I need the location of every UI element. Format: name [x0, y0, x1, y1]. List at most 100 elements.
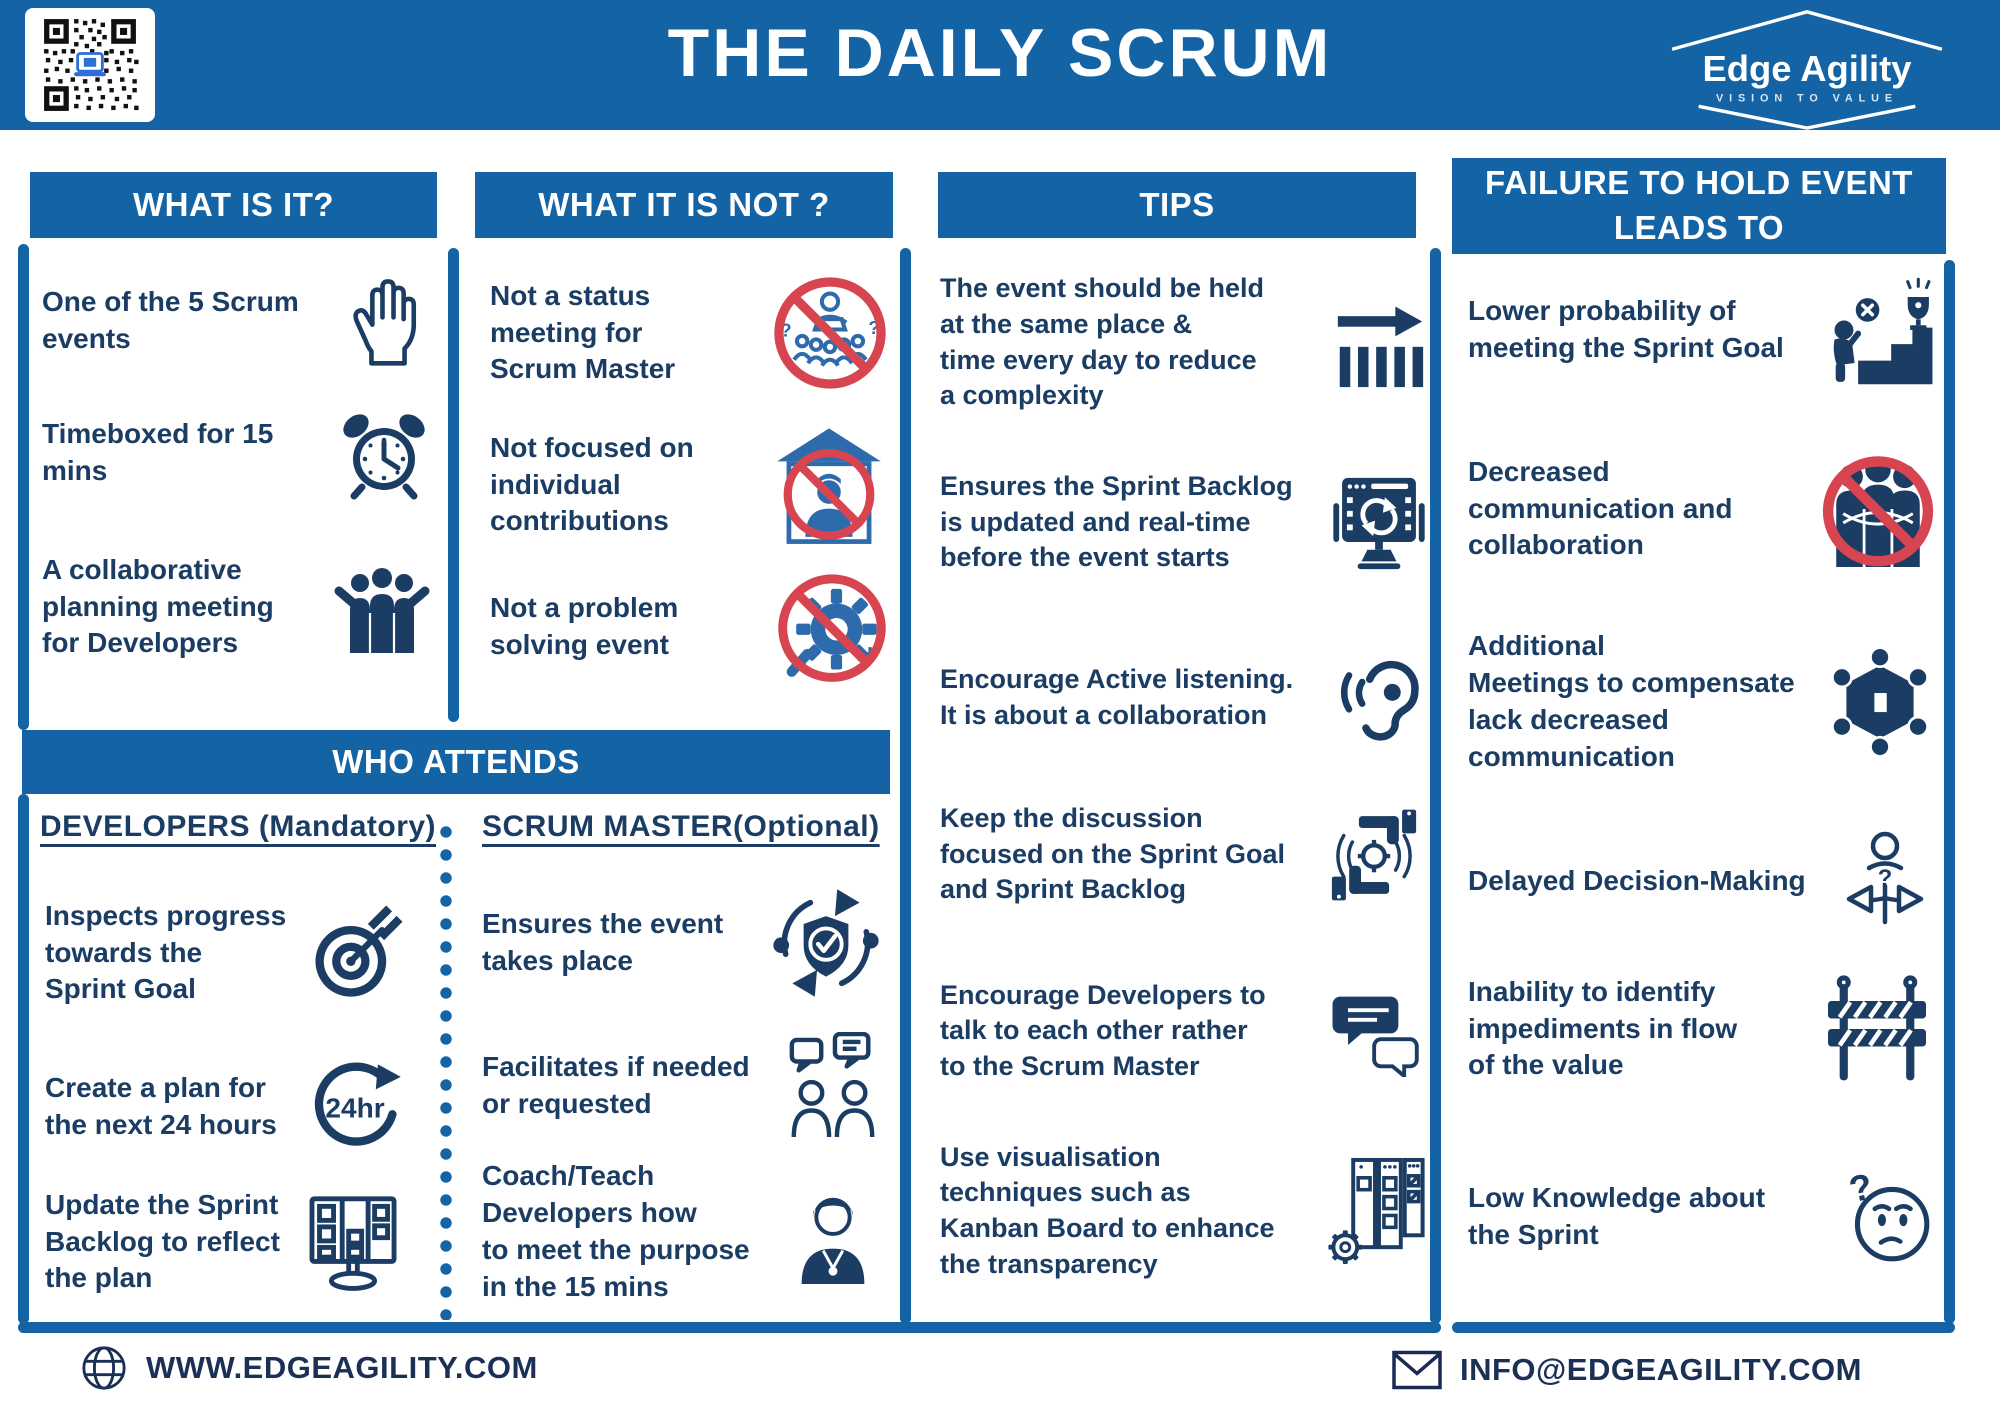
- item-text: Create a plan for the next 24 hours: [45, 1072, 277, 1140]
- what-is-it-item: A collaborative planning meeting for Dev…: [42, 532, 434, 682]
- item-text: Keep the discussion focused on the Sprin…: [940, 803, 1286, 905]
- divider: [18, 244, 29, 730]
- 24hr-plan-icon: 24hr: [303, 1060, 407, 1154]
- tips-item: The event should be held at the same pla…: [940, 260, 1428, 425]
- qr-code-icon: [25, 8, 155, 122]
- logo-tagline: VISION TO VALUE: [1716, 92, 1898, 104]
- section-header-what-it-is-not: WHAT IT IS NOT ?: [475, 172, 893, 238]
- item-text: Inspects progress towards the Sprint Goa…: [45, 899, 287, 1005]
- divider: [18, 794, 29, 1324]
- logo-name: Edge Agility: [1702, 48, 1912, 89]
- sprint-backlog-board-icon: [299, 1190, 407, 1294]
- item-text: Update the Sprint Backlog to reflect the…: [45, 1188, 280, 1294]
- divider: [900, 248, 911, 1324]
- roadblock-barrier-icon: [1818, 973, 1936, 1085]
- facilitation-chat-people-icon: [784, 1032, 882, 1140]
- missed-goal-stairs-trophy-icon: [1818, 271, 1936, 389]
- delayed-decision-icon: ?: [1834, 826, 1936, 936]
- email-text: INFO@EDGEAGILITY.COM: [1460, 1352, 1862, 1387]
- page-title: THE DAILY SCRUM: [667, 15, 1333, 91]
- item-text: Encourage Active listening. It is about …: [940, 664, 1294, 730]
- item-text: Not a status meeting for Scrum Master: [490, 279, 676, 385]
- icon-label-24hr: 24hr: [325, 1092, 384, 1123]
- tips-item: Encourage Active listening. It is about …: [940, 642, 1428, 754]
- item-text: Low Knowledge about the Sprint: [1468, 1182, 1766, 1250]
- divider: [1944, 260, 1955, 1324]
- section-title: WHAT IS IT?: [132, 185, 335, 223]
- no-collaboration-group-icon: [1820, 446, 1936, 572]
- active-listening-ear-icon: [1334, 649, 1428, 747]
- item-text: Ensures the event takes place: [482, 908, 724, 976]
- alarm-clock-icon: [334, 403, 434, 503]
- tips-item: Keep the discussion focused on the Sprin…: [940, 782, 1428, 927]
- dotted-divider: [440, 822, 452, 1320]
- logo-chevron-top: [1671, 10, 1943, 51]
- round-table-meeting-icon: [1824, 646, 1936, 758]
- divider: [1452, 1322, 1955, 1333]
- item-text: Decreased communication and collaboratio…: [1468, 455, 1733, 561]
- chat-bubbles-icon: [1330, 985, 1428, 1077]
- item-text: Timeboxed for 15 mins: [42, 418, 274, 486]
- scrum-master-item: Facilitates if needed or requested: [482, 1028, 882, 1144]
- email-link[interactable]: INFO@EDGEAGILITY.COM: [1392, 1350, 1862, 1390]
- scrum-master-heading: SCRUM MASTER(Optional): [482, 810, 880, 843]
- section-header-what-is-it: WHAT IS IT?: [30, 172, 437, 238]
- edge-agility-logo: Edge Agility VISION TO VALUE: [1642, 2, 1972, 130]
- website-link[interactable]: WWW.EDGEAGILITY.COM: [80, 1344, 538, 1392]
- divider: [1430, 248, 1441, 1324]
- section-title: FAILURE TO HOLD EVENT LEADS TO: [1485, 164, 1913, 246]
- header-bar: THE DAILY SCRUM Edge Agility VISION TO V…: [0, 0, 2000, 130]
- item-text: Ensures the Sprint Backlog is updated an…: [940, 471, 1293, 573]
- item-text: Not a problem solving event: [490, 592, 679, 660]
- section-title: WHO ATTENDS: [332, 742, 580, 780]
- section-title: TIPS: [1139, 185, 1215, 223]
- svg-text:?: ?: [1878, 865, 1893, 892]
- item-text: Encourage Developers to talk to each oth…: [940, 979, 1266, 1081]
- what-is-it-item: Timeboxed for 15 mins: [42, 392, 434, 514]
- what-is-it-item: One of the 5 Scrum events: [42, 262, 434, 380]
- item-text: One of the 5 Scrum events: [42, 286, 299, 354]
- failure-item: Inability to identify impediments in flo…: [1468, 950, 1936, 1108]
- sprint-goal-target-icon: [303, 901, 407, 1005]
- no-individual-focus-icon: [770, 419, 888, 551]
- failure-item: Lower probability of meeting the Sprint …: [1468, 262, 1936, 398]
- what-it-is-not-item: Not focused on individual contributions: [490, 406, 888, 564]
- divider: [448, 248, 459, 722]
- failure-item: Low Knowledge about the Sprint ?: [1468, 1148, 1936, 1286]
- section-header-tips: TIPS: [938, 172, 1416, 238]
- failure-item: Decreased communication and collaboratio…: [1468, 428, 1936, 590]
- envelope-icon: [1392, 1350, 1442, 1390]
- coach-whistle-icon: [784, 1178, 882, 1286]
- svg-text:?: ?: [868, 317, 879, 338]
- item-text: The event should be held at the same pla…: [940, 273, 1265, 411]
- divider: [18, 1322, 1441, 1333]
- item-text: Additional Meetings to compensate lack d…: [1468, 630, 1795, 772]
- item-text: Facilitates if needed or requested: [482, 1051, 750, 1119]
- developers-heading: DEVELOPERS (Mandatory): [40, 810, 437, 843]
- item-text: Use visualisation techniques such as Kan…: [940, 1141, 1275, 1279]
- team-huddle-icon: [330, 561, 434, 653]
- confused-face-icon: ?: [1834, 1166, 1936, 1268]
- hands-focus-target-icon: [1320, 801, 1428, 909]
- logo-chevron-bottom: [1698, 104, 1916, 130]
- tips-item: Encourage Developers to talk to each oth…: [940, 965, 1428, 1097]
- svg-text:?: ?: [780, 319, 791, 340]
- globe-icon: [80, 1344, 128, 1392]
- no-status-meeting-icon: ? ?: [772, 275, 888, 391]
- what-it-is-not-item: Not a problem solving event: [490, 566, 888, 688]
- developers-item: Update the Sprint Backlog to reflect the…: [45, 1166, 407, 1318]
- item-text: Lower probability of meeting the Sprint …: [1468, 295, 1784, 363]
- scrum-master-item: Coach/Teach Developers how to meet the p…: [482, 1150, 882, 1314]
- tips-item: Ensures the Sprint Backlog is updated an…: [940, 455, 1428, 590]
- item-text: Delayed Decision-Making: [1468, 864, 1806, 896]
- section-header-failure: FAILURE TO HOLD EVENT LEADS TO: [1452, 158, 1946, 254]
- backlog-sync-monitor-icon: [1330, 472, 1428, 574]
- forward-arrow-bars-icon: [1332, 297, 1428, 389]
- item-text: Inability to identify impediments in flo…: [1468, 975, 1738, 1081]
- raised-hand-icon: [342, 275, 434, 367]
- item-text: Not focused on individual contributions: [490, 431, 694, 537]
- what-it-is-not-item: Not a status meeting for Scrum Master ? …: [490, 262, 888, 404]
- tips-item: Use visualisation techniques such as Kan…: [940, 1122, 1428, 1300]
- item-text: Coach/Teach Developers how to meet the p…: [482, 1160, 750, 1302]
